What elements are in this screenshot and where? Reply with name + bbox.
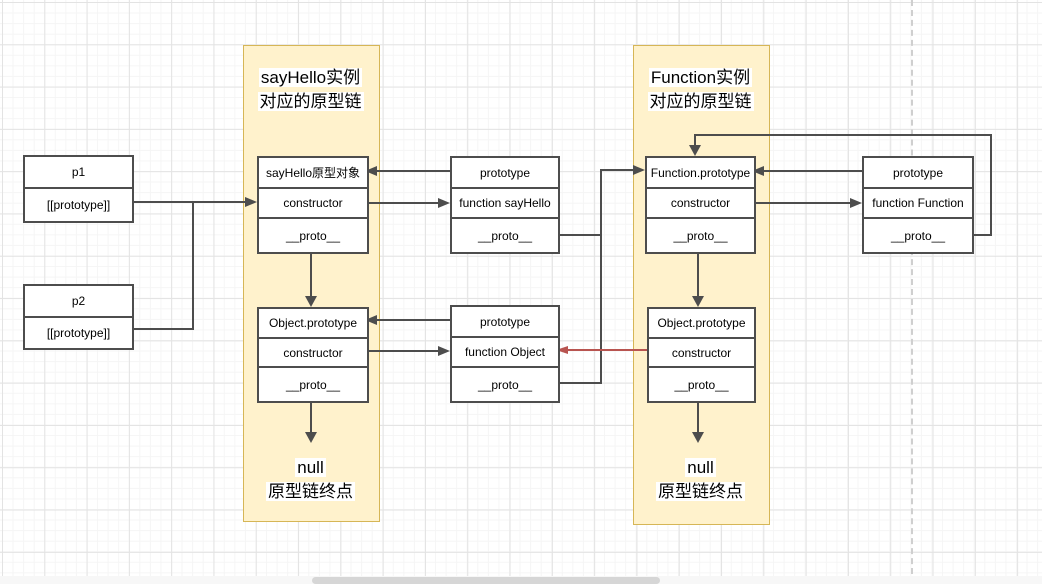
null-terminal-left: null 原型链终点 — [243, 456, 378, 504]
connector-p2-proto[interactable] — [130, 328, 194, 330]
connector-sayhello-proto-constructor[interactable] — [365, 202, 438, 204]
connector-function-sayhello-prototype-arrowhead[interactable] — [365, 166, 377, 176]
connector-sayhello-proto-constructor-arrowhead[interactable] — [438, 198, 450, 208]
connector-sayhello-proto-proto-down-arrowhead[interactable] — [305, 296, 317, 307]
node-function-sayhello-title[interactable]: function sayHello — [452, 187, 558, 217]
connector-object-proto-right-proto-null[interactable] — [697, 399, 699, 432]
node-p1-title[interactable]: p1 — [71, 165, 86, 179]
node-sayhello-proto-title[interactable]: sayHello原型对象 — [265, 166, 361, 180]
null-terminal-right-line1: null — [685, 458, 716, 477]
null-terminal-left-line2: 原型链终点 — [266, 482, 355, 501]
node-object-proto-left-constructor[interactable]: constructor — [259, 337, 367, 366]
connector-function-sayhello-proto[interactable] — [556, 234, 602, 236]
connector-object-proto-left-proto-null-arrowhead[interactable] — [305, 432, 317, 443]
page-boundary-dashed-line — [911, 0, 913, 584]
connector-object-proto-left-constructor[interactable] — [365, 350, 438, 352]
connector-object-proto-right-constructor-red-arrowhead[interactable] — [556, 346, 568, 354]
connector-function-object-prototype[interactable] — [377, 319, 450, 321]
connector-p1-proto[interactable] — [130, 201, 246, 203]
node-object-proto-left-title[interactable]: Object.prototype — [268, 316, 358, 330]
node-p2-prototype-slot[interactable]: [[prototype]] — [25, 316, 132, 348]
node-function-sayhello-proto[interactable]: __proto__ — [452, 217, 558, 252]
node-p1-prototype-slot[interactable]: [[prototype]] — [25, 187, 132, 221]
connector-p1-proto-arrowhead[interactable] — [245, 197, 257, 207]
node-function-object-prototype[interactable]: prototype — [479, 314, 531, 329]
node-function-proto[interactable]: Function.prototype constructor __proto__ — [645, 156, 756, 254]
connector-function-proto-constructor-arrowhead[interactable] — [850, 198, 862, 208]
connector-object-proto-left-constructor-arrowhead[interactable] — [438, 346, 450, 356]
null-terminal-left-line1: null — [295, 458, 326, 477]
region-function-chain[interactable] — [633, 45, 770, 525]
connector-function-object-proto[interactable] — [556, 382, 602, 384]
connector-function-function-proto-out[interactable] — [970, 234, 992, 236]
horizontal-scrollbar-track[interactable] — [0, 576, 1042, 584]
node-function-function-title[interactable]: function Function — [864, 187, 972, 217]
node-function-sayhello-prototype[interactable]: prototype — [479, 165, 531, 180]
node-object-proto-right-constructor[interactable]: constructor — [649, 337, 754, 366]
connector-function-function-proto-drop[interactable] — [694, 134, 696, 145]
node-function-sayhello[interactable]: prototype function sayHello __proto__ — [450, 156, 560, 254]
region-title-function-line2: 对应的原型链 — [647, 92, 754, 111]
connector-function-proto-proto-down[interactable] — [697, 250, 699, 296]
connector-function-function-prototype[interactable] — [764, 170, 862, 172]
connector-function-proto-proto-down-arrowhead[interactable] — [692, 296, 704, 307]
connector-function-function-prototype-arrowhead[interactable] — [752, 166, 764, 176]
connector-proto-trunk-horizontal[interactable] — [600, 169, 633, 171]
connector-function-function-proto-top[interactable] — [694, 134, 992, 136]
node-function-object[interactable]: prototype function Object __proto__ — [450, 305, 560, 403]
node-function-proto-title[interactable]: Function.prototype — [650, 165, 751, 180]
node-function-function-proto[interactable]: __proto__ — [864, 217, 972, 252]
connector-sayhello-proto-proto-down[interactable] — [310, 250, 312, 296]
connector-function-sayhello-prototype[interactable] — [377, 170, 450, 172]
region-title-sayhello-line2: 对应的原型链 — [257, 92, 364, 111]
connector-object-proto-right-proto-null-arrowhead[interactable] — [692, 432, 704, 443]
region-title-function-line1: Function实例 — [648, 68, 753, 87]
node-p2-title[interactable]: p2 — [71, 294, 86, 308]
node-function-object-proto[interactable]: __proto__ — [452, 366, 558, 401]
connector-function-object-prototype-arrowhead[interactable] — [365, 315, 377, 325]
node-object-proto-right[interactable]: Object.prototype constructor __proto__ — [647, 307, 756, 403]
horizontal-scrollbar-thumb[interactable] — [312, 577, 660, 584]
node-object-proto-right-proto[interactable]: __proto__ — [649, 366, 754, 401]
null-terminal-right-line2: 原型链终点 — [656, 482, 745, 501]
node-sayhello-proto[interactable]: sayHello原型对象 constructor __proto__ — [257, 156, 369, 254]
node-sayhello-proto-constructor[interactable]: constructor — [259, 187, 367, 217]
node-function-function[interactable]: prototype function Function __proto__ — [862, 156, 974, 254]
node-function-function-prototype[interactable]: prototype — [892, 165, 944, 180]
connector-object-proto-left-proto-null[interactable] — [310, 399, 312, 432]
connector-function-function-proto-arrowhead[interactable] — [689, 145, 701, 156]
connector-function-proto-constructor[interactable] — [752, 202, 850, 204]
null-terminal-right: null 原型链终点 — [633, 456, 768, 504]
region-title-sayhello: sayHello实例 对应的原型链 — [243, 66, 378, 114]
node-object-proto-left[interactable]: Object.prototype constructor __proto__ — [257, 307, 369, 403]
connector-proto-trunk-arrowhead[interactable] — [633, 165, 645, 175]
region-title-function: Function实例 对应的原型链 — [633, 66, 768, 114]
node-sayhello-proto-proto[interactable]: __proto__ — [259, 217, 367, 252]
region-title-sayhello-line1: sayHello实例 — [258, 68, 363, 87]
node-object-proto-right-title[interactable]: Object.prototype — [657, 316, 746, 330]
node-function-proto-constructor[interactable]: constructor — [647, 187, 754, 217]
connector-proto-trunk-vertical[interactable] — [600, 169, 602, 384]
node-p1[interactable]: p1 [[prototype]] — [23, 155, 134, 223]
connector-p2-proto-vertical[interactable] — [192, 201, 194, 330]
node-object-proto-left-proto[interactable]: __proto__ — [259, 366, 367, 401]
node-function-object-title[interactable]: function Object — [452, 336, 558, 366]
connector-object-proto-right-constructor-red[interactable] — [567, 349, 647, 351]
node-p2[interactable]: p2 [[prototype]] — [23, 284, 134, 350]
connector-function-function-proto-up[interactable] — [990, 134, 992, 236]
node-function-proto-proto[interactable]: __proto__ — [647, 217, 754, 252]
